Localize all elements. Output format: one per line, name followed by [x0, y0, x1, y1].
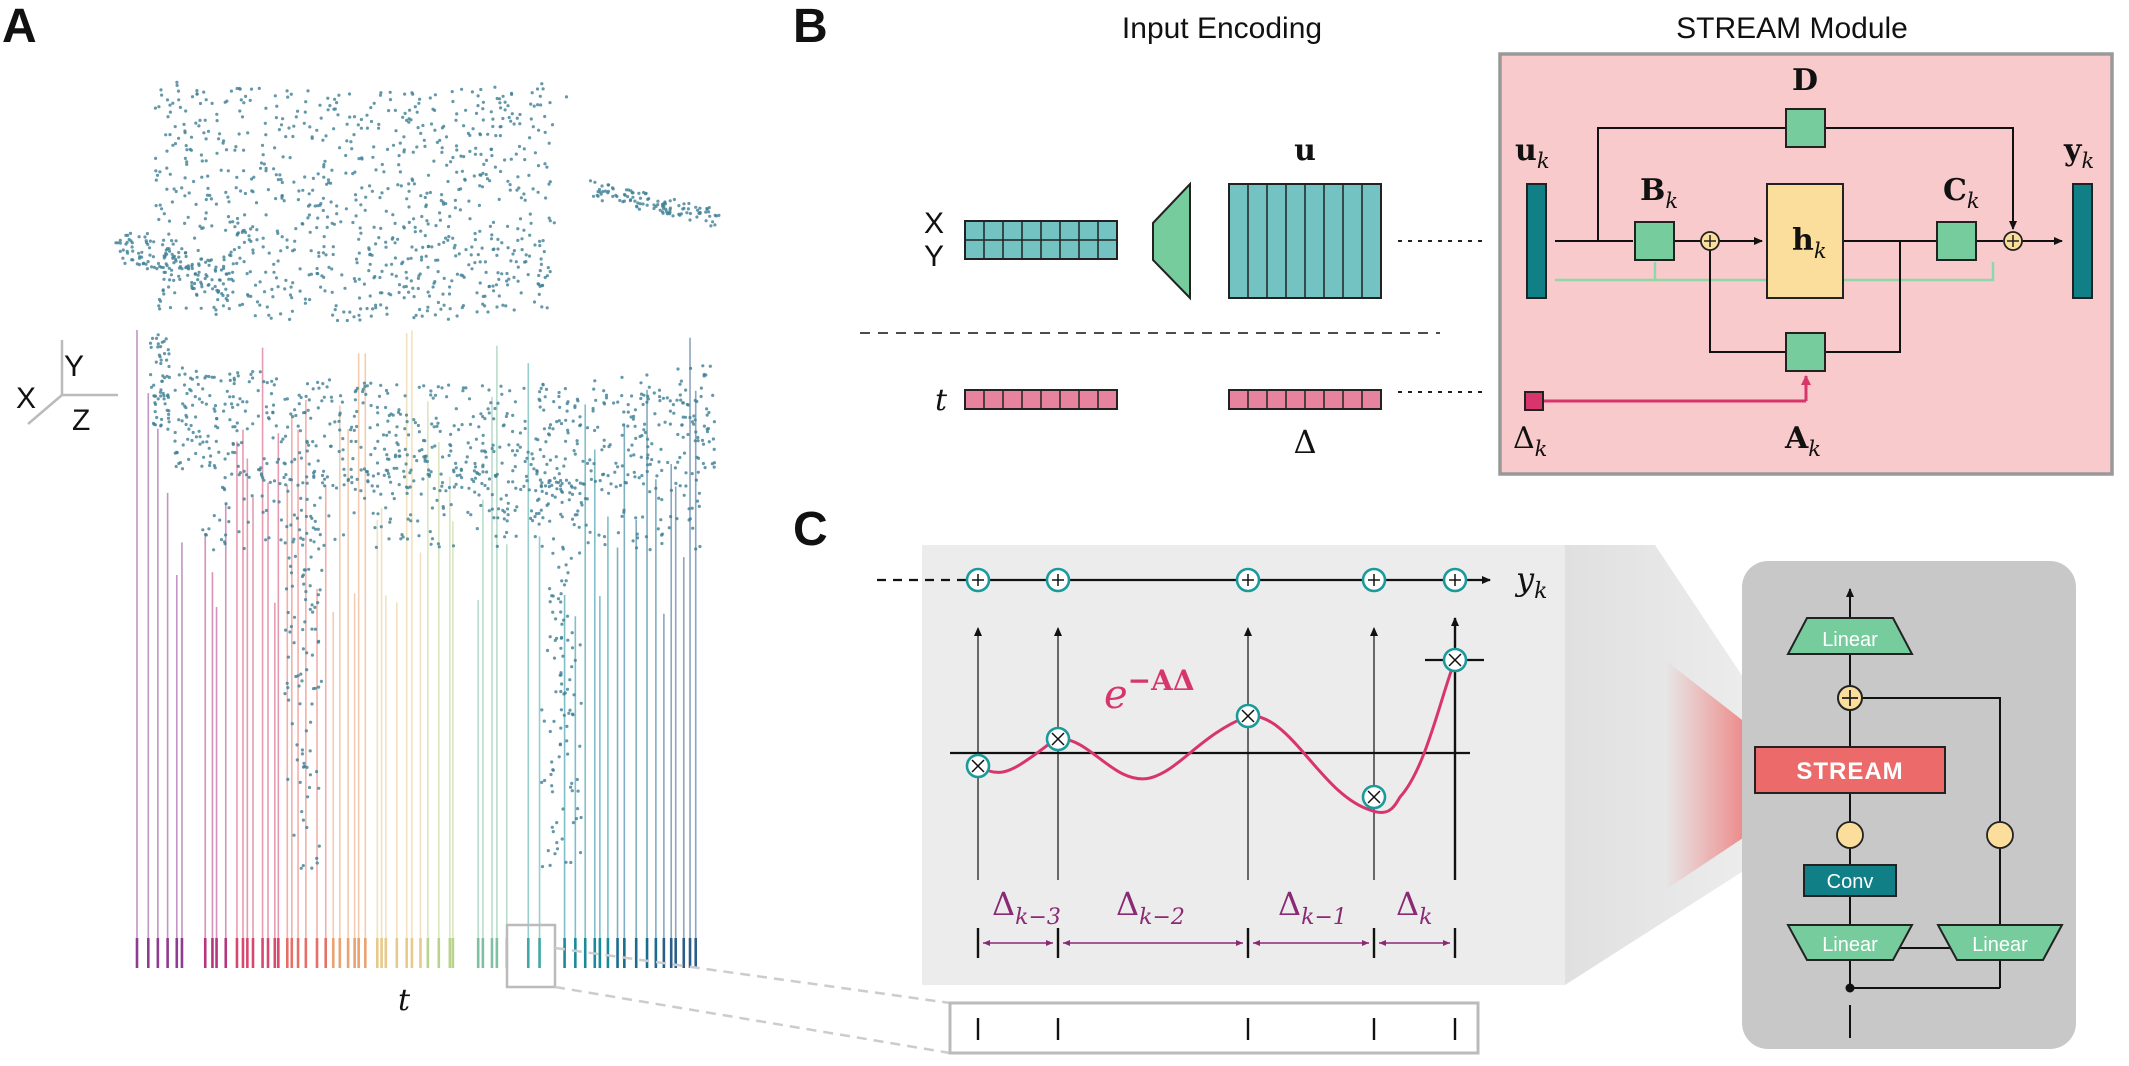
yk-bar — [2072, 183, 2093, 299]
encoder-layer — [1152, 181, 1191, 301]
time-axis-label: t — [398, 983, 411, 1018]
time-ticks — [135, 938, 698, 968]
ak-left-loop — [1709, 250, 1786, 353]
delta-labels: Δk−3 Δk−2 Δk−1 Δk — [992, 885, 1432, 930]
activation-right — [1986, 821, 2014, 849]
zoomed-ticks — [976, 1018, 1457, 1040]
axis-gizmo: Y X Z — [16, 340, 118, 437]
block-sum-node — [1837, 685, 1863, 711]
linear-left — [1786, 924, 1914, 961]
panel-c-label: C — [793, 503, 828, 556]
ak-block — [1785, 332, 1826, 372]
decay-formula: e−AΔ — [1104, 664, 1195, 718]
delta-k-label: Δk — [1396, 885, 1432, 930]
skip-line-right — [1825, 127, 2017, 230]
time-event-lines — [136, 330, 697, 968]
linear-top — [1786, 617, 1914, 655]
u-embedding-matrix — [1228, 183, 1382, 299]
zoom-gap — [1565, 545, 1745, 985]
u-label: u — [1294, 133, 1316, 168]
uk-bar — [1526, 183, 1547, 299]
delta-label: Δ — [1293, 423, 1316, 461]
feedback-line — [1555, 262, 1995, 282]
input-x-label: X — [924, 207, 944, 240]
linear-right — [1936, 924, 2064, 961]
panel-b-label: B — [793, 0, 828, 53]
stream-module-title: STREAM Module — [1676, 12, 1908, 45]
ck-block — [1936, 221, 1977, 261]
stream-layer — [1754, 746, 1946, 794]
input-y-label: Y — [924, 240, 944, 273]
delta-k-3-label: Δk−3 — [992, 885, 1061, 930]
bk-label: Bk — [1640, 173, 1678, 213]
right-branch-line — [1862, 697, 2001, 925]
delta-intervals — [976, 928, 1457, 958]
uk-label: uk — [1515, 133, 1550, 173]
recurrence-yk-label: yk — [1514, 560, 1547, 604]
chair-point-cloud — [114, 80, 721, 870]
sum-node-2 — [2003, 231, 2023, 251]
delta-vector — [1228, 389, 1382, 410]
linear-right-label: Linear — [1972, 934, 2028, 956]
ck-label: Ck — [1943, 173, 1980, 213]
d-label: D — [1792, 63, 1818, 98]
hk-label: hk — [1792, 223, 1827, 263]
deltak-block — [1524, 391, 1544, 411]
deltak-label: Δk — [1513, 421, 1547, 461]
input-t-label: t — [935, 383, 948, 418]
panel-a-label: A — [2, 0, 37, 53]
d-block — [1785, 108, 1826, 148]
input-encoding-title: Input Encoding — [1122, 12, 1322, 45]
delta-k-2-label: Δk−2 — [1116, 885, 1185, 930]
zoom-connector-top — [554, 946, 951, 1005]
axis-z-label: Z — [72, 404, 90, 437]
delta-k-1-label: Δk−1 — [1278, 885, 1347, 930]
activation-left — [1836, 821, 1864, 849]
architecture-block — [1742, 561, 2076, 1049]
stream-zoom-highlight — [1665, 660, 1755, 890]
bk-block — [1634, 221, 1675, 261]
t-input-vector — [964, 389, 1118, 410]
skip-line-left — [1597, 127, 1786, 241]
decay-curve — [977, 659, 1457, 814]
sum-node-1 — [1700, 231, 1720, 251]
xy-input-vector — [964, 220, 1118, 260]
zoom-connector-bottom — [554, 985, 951, 1055]
zoomed-tick-strip — [948, 1001, 1480, 1055]
conv-layer — [1803, 864, 1897, 897]
zoom-box — [505, 923, 557, 989]
ak-label: Ak — [1784, 421, 1821, 461]
linear-left-label: Linear — [1822, 934, 1878, 956]
ak-right-loop — [1825, 241, 1901, 353]
axis-y-label: Y — [64, 350, 84, 383]
axis-x-label: X — [16, 382, 36, 415]
stream-layer-label: STREAM — [1796, 758, 1903, 785]
conv-layer-label: Conv — [1827, 871, 1874, 893]
hk-block — [1766, 183, 1844, 299]
recurrence-nodes — [965, 567, 1468, 810]
yk-label: yk — [2063, 133, 2094, 173]
linear-top-label: Linear — [1822, 629, 1878, 651]
